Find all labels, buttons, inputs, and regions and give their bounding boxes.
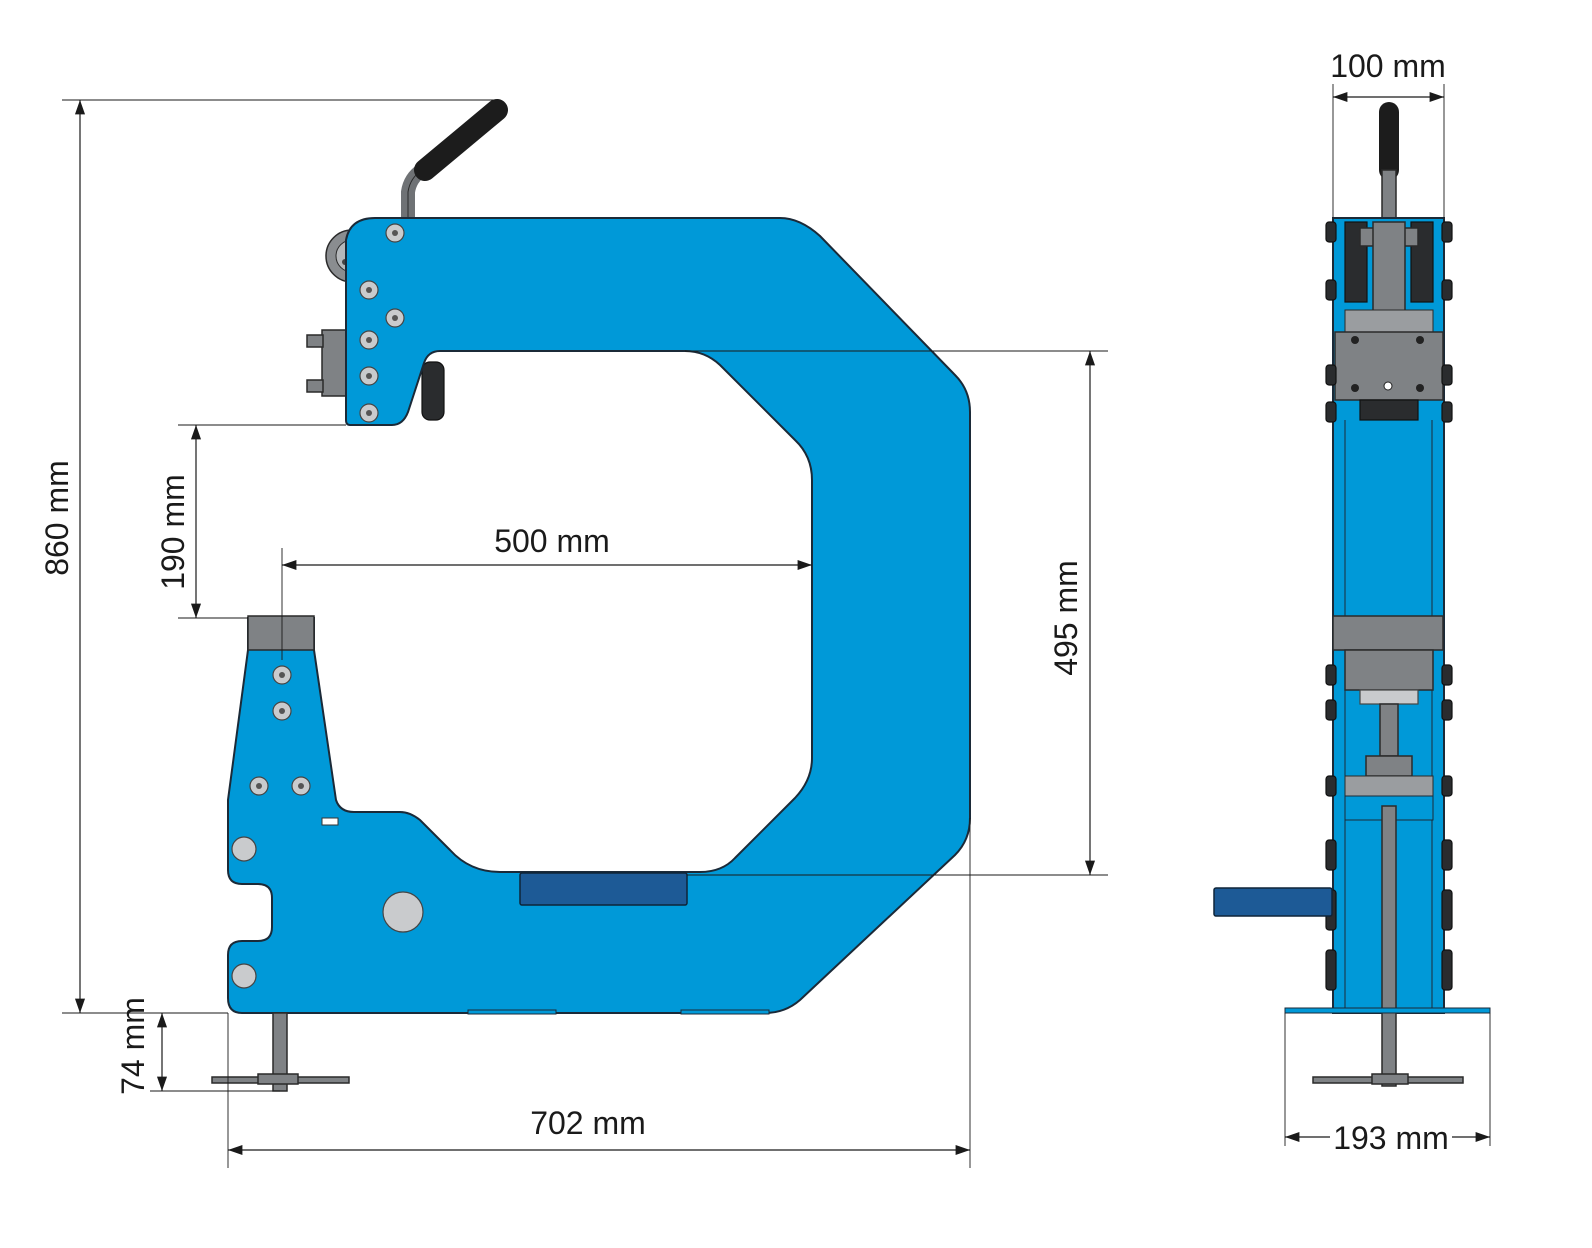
front-rating-plate (1213, 887, 1333, 917)
side-view (211, 99, 971, 1092)
bolt-icon (359, 403, 379, 423)
bolt-icon (359, 366, 379, 386)
c-frame (227, 217, 971, 1014)
dimension-labels: 860 mm 190 mm 500 mm 495 mm 74 mm 702 mm… (39, 48, 1449, 1156)
bolt-icon (385, 308, 405, 328)
bolt-icon (359, 280, 379, 300)
dim-label-jaw-gap: 190 mm (155, 474, 191, 590)
dimension-lines (62, 84, 1491, 1168)
front-view (1213, 102, 1491, 1087)
dim-label-foot-height: 74 mm (115, 997, 151, 1095)
front-base (1284, 1007, 1491, 1014)
dim-label-throat-depth: 500 mm (494, 523, 610, 559)
upper-mechanism (1325, 221, 1453, 423)
lower-jaw-die (247, 615, 315, 651)
lever-handle (401, 99, 508, 225)
bolt-icon (272, 665, 292, 685)
bolt-icon (272, 701, 292, 721)
dim-label-throat-height: 495 mm (1048, 560, 1084, 676)
adjustment-knob (421, 361, 445, 421)
rating-plate (519, 872, 688, 906)
bolt-icon (359, 330, 379, 350)
dim-label-overall-length: 702 mm (530, 1105, 646, 1141)
bolt-icon (291, 776, 311, 796)
bolt-icon (385, 223, 405, 243)
dim-label-width-base: 193 mm (1333, 1120, 1449, 1156)
dim-label-width-top: 100 mm (1330, 48, 1446, 84)
dim-label-overall-height: 860 mm (39, 460, 75, 576)
upper-jaw-block (306, 329, 349, 397)
upper-bolts (359, 223, 405, 423)
foot-stand (211, 1012, 350, 1092)
bolt-icon (249, 776, 269, 796)
lower-bolts (231, 665, 424, 989)
